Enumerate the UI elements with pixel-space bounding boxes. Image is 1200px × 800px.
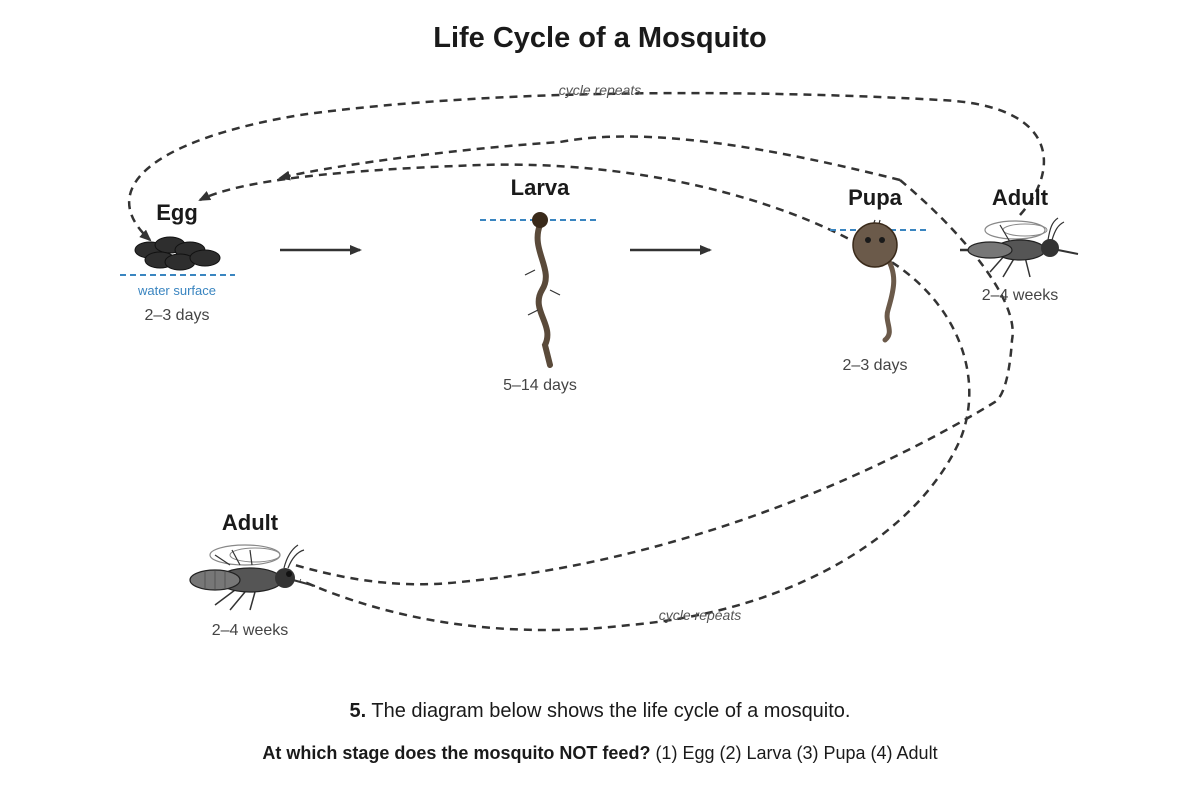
adult-bottom-duration: 2–4 weeks (212, 622, 289, 639)
question-prompt: At which stage does the mosquito NOT fee… (262, 743, 651, 763)
larva-stage: Larva 5–14 days (480, 175, 598, 394)
pupa-icon (852, 219, 898, 343)
cycle-loop-inner-top (278, 135, 901, 182)
adult-top-duration: 2–4 weeks (982, 287, 1059, 304)
cycle-label-top: cycle repeats (559, 82, 641, 98)
question-intro: 5. The diagram below shows the life cycl… (0, 700, 1200, 723)
adult-mosquito-icon-top (967, 217, 1079, 278)
larva-duration: 5–14 days (503, 377, 577, 394)
egg-cluster-icon (134, 236, 221, 271)
larva-stage-name: Larva (511, 175, 570, 200)
cycle-loop-right-outer (294, 179, 1014, 586)
water-surface-label: water surface (137, 283, 216, 298)
adult-stage-top: Adult 2–4 weeks (967, 185, 1079, 304)
adult-bottom-stage-name: Adult (222, 510, 279, 535)
question-options: (1) Egg (2) Larva (3) Pupa (4) Adult (650, 743, 938, 763)
question-intro-text: The diagram below shows the life cycle o… (366, 700, 851, 722)
adult-stage-bottom: Adult 2–4 weeks (189, 510, 316, 639)
egg-stage: Egg water surface 2–3 days (120, 200, 235, 324)
question-prompt-line: At which stage does the mosquito NOT fee… (0, 743, 1200, 764)
egg-duration: 2–3 days (145, 307, 210, 324)
pupa-stage: Pupa 2–3 days (830, 185, 930, 374)
adult-top-stage-name: Adult (992, 185, 1049, 210)
adult-mosquito-icon-bottom (189, 544, 316, 611)
cycle-loop-to-egg (198, 163, 861, 247)
pupa-duration: 2–3 days (843, 357, 908, 374)
pupa-stage-name: Pupa (848, 185, 903, 210)
cycle-label-bottom: cycle repeats (659, 607, 741, 623)
cycle-loop-right-inner (299, 253, 971, 632)
question-number: 5. (349, 700, 367, 722)
larva-icon (524, 212, 561, 368)
cycle-loop-outer-top (128, 91, 1046, 242)
page-title: Life Cycle of a Mosquito (433, 22, 767, 54)
egg-stage-name: Egg (156, 200, 198, 225)
